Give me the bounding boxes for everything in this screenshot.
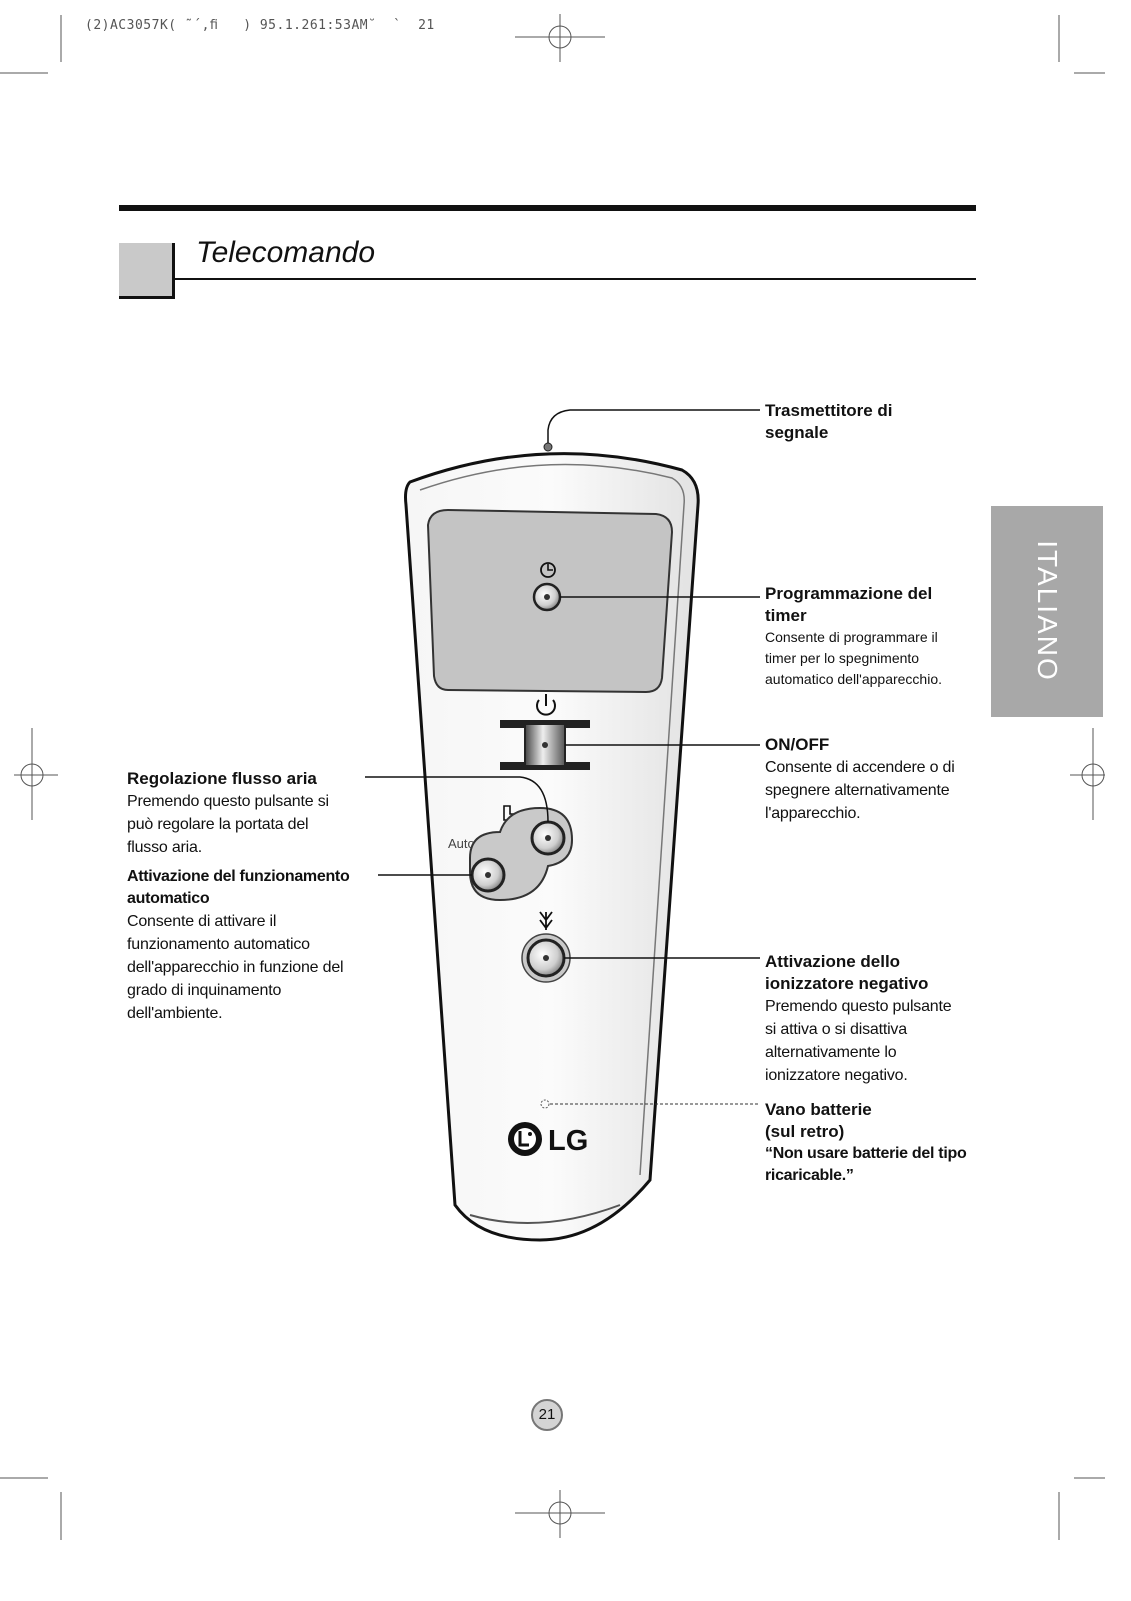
brand-logo-text: LG (548, 1125, 588, 1157)
title-underline (175, 278, 976, 280)
page-number: 21 (531, 1399, 563, 1431)
page-title: Telecomando (196, 236, 376, 269)
header-rule (119, 205, 976, 211)
airflow-callout: Regolazione flusso aria Premendo questo … (127, 769, 329, 856)
print-info: (2)AC3057K( ˜´,ﬁ ) 95.1.261:53AM˘ ` 21 (85, 18, 435, 33)
language-tab: ITALIANO (991, 506, 1103, 717)
ionizer-callout: Attivazione dello ionizzatore negativo P… (765, 952, 952, 1084)
auto-label: Auto (448, 836, 475, 851)
onoff-callout: ON/OFF Consente di accendere o di spegne… (765, 735, 955, 822)
battery-callout: Vano batterie (sul retro) “Non usare bat… (765, 1100, 967, 1184)
title-box (119, 243, 175, 299)
transmitter-label: Trasmettitore di segnale (765, 401, 893, 442)
timer-callout: Programmazione del timer Consente di pro… (765, 584, 943, 687)
auto-callout: Attivazione del funzionamento automatico… (127, 868, 350, 1022)
